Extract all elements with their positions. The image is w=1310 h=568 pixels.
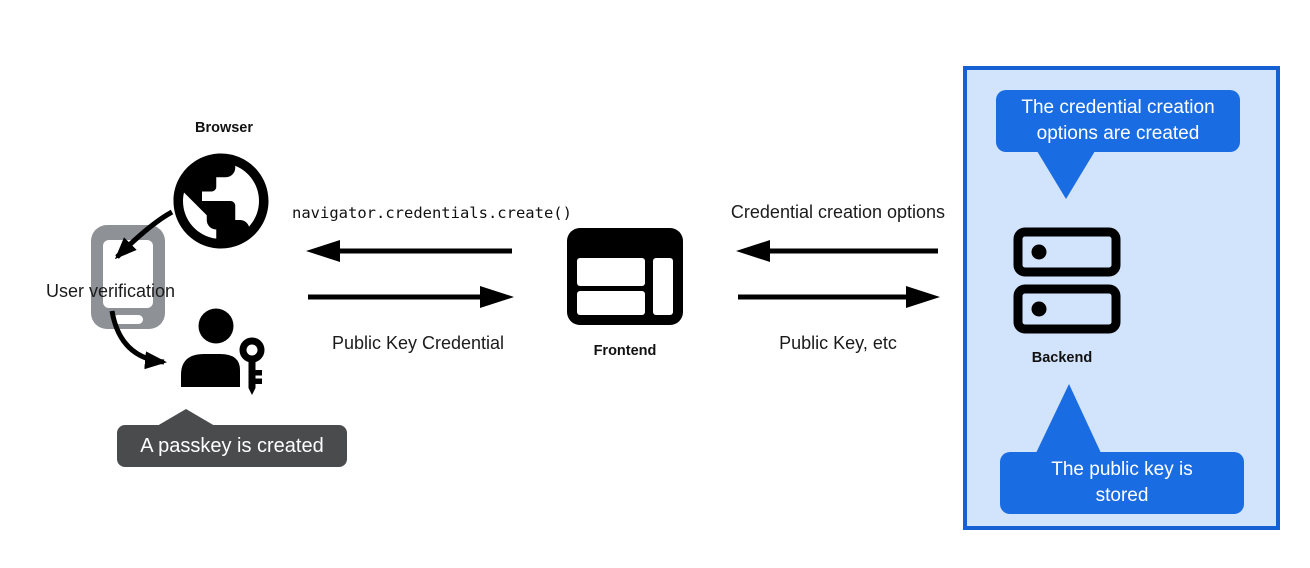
- server-icon: [1013, 227, 1121, 334]
- globe-icon: [173, 153, 269, 249]
- passkey-created-text: A passkey is created: [140, 434, 324, 457]
- frontend-label: Frontend: [593, 343, 657, 359]
- options-created-text: The credential creation options are crea…: [1021, 97, 1215, 144]
- browser-label: Browser: [194, 120, 254, 136]
- public-key-stored-callout: The public key is stored: [1000, 384, 1244, 514]
- public-key-stored-text: The public key is stored: [1051, 459, 1193, 506]
- callout-pointer-up: [1036, 384, 1101, 453]
- person-with-key-icon: [181, 308, 269, 395]
- arrow-frontend-to-backend: [738, 286, 940, 308]
- arrow-browser-to-frontend: [308, 286, 514, 308]
- create-call-label: navigator.credentials.create(): [292, 204, 572, 222]
- passkey-created-callout: A passkey is created: [117, 409, 347, 467]
- verification-flow-arrows: [109, 209, 174, 370]
- arrow-browser-to-device: [114, 209, 174, 260]
- arrow-backend-to-frontend: [736, 240, 938, 262]
- callout-pointer-up: [157, 409, 215, 426]
- options-created-callout: The credential creation options are crea…: [996, 90, 1240, 199]
- public-key-etc-label: Public Key, etc: [779, 333, 897, 353]
- user-verification-label: User verification: [45, 281, 176, 301]
- arrow-frontend-to-browser: [306, 240, 512, 262]
- callout-pointer-down: [1037, 151, 1095, 199]
- backend-label: Backend: [1031, 350, 1093, 366]
- credential-creation-options-label: Credential creation options: [730, 202, 946, 222]
- arrow-device-to-user: [109, 310, 167, 370]
- public-key-credential-label: Public Key Credential: [331, 333, 505, 353]
- browser-window-icon: [567, 228, 683, 325]
